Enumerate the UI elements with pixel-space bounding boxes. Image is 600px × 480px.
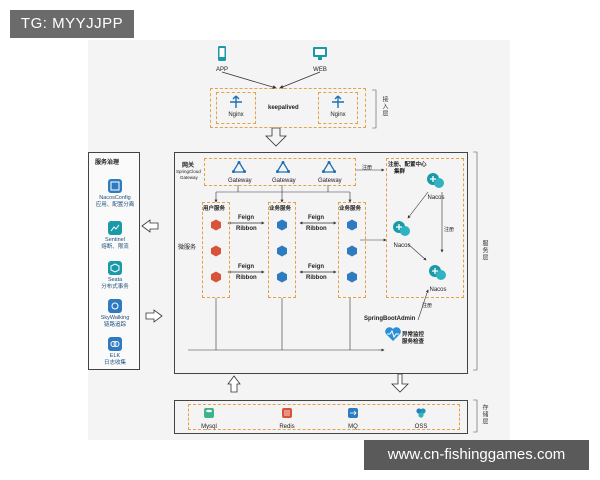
biz-service-instance-icon — [346, 270, 358, 288]
nacos-icon — [393, 221, 410, 236]
nacos-icon — [429, 265, 446, 280]
sba-title: SpringBootAdmin — [364, 316, 416, 322]
monitor-label-1: 异常监控 — [402, 332, 425, 338]
sba-register-label: 注册 — [422, 303, 433, 309]
biz-service-instance-icon — [276, 218, 288, 236]
user-service-instance-icon — [210, 270, 222, 288]
access-layer-box — [210, 88, 366, 128]
biz-service-column-2 — [338, 202, 366, 298]
ribbon-label: Ribbon — [306, 275, 327, 281]
web-label: WEB — [313, 67, 327, 73]
storage-oss: OSS — [406, 406, 436, 430]
registry-title-2: 集群 — [394, 169, 406, 175]
gateway-icon — [275, 160, 291, 173]
app-node: APP — [212, 46, 232, 73]
nginx-left-icon — [228, 95, 244, 114]
ribbon-label: Ribbon — [306, 226, 327, 232]
user-service-column — [202, 202, 230, 298]
monitor-label-2: 服务检查 — [402, 339, 425, 345]
database-icon — [204, 408, 214, 418]
monitor-icon — [313, 47, 327, 60]
gateway-box — [204, 158, 356, 186]
ribbon-label: Ribbon — [236, 226, 257, 232]
gov-item-nacosconfig: NacosConfig 应用、配置分离 — [92, 179, 138, 209]
registry-register-label: 注册 — [444, 227, 455, 233]
app-label: APP — [215, 67, 228, 73]
biz-service-title-2: 业务服务 — [339, 206, 362, 212]
storage-layer-label: 存储层 — [481, 404, 487, 425]
nginx-right-label: Nginx — [330, 112, 346, 118]
biz-service-instance-icon — [276, 244, 288, 262]
watermark-tag: TG: MYYJJPP — [10, 10, 134, 38]
gov-item-seata: Seata 分布式事务 — [92, 261, 138, 291]
ribbon-label: Ribbon — [236, 275, 257, 281]
storage-inner-box — [188, 404, 460, 430]
microservice-label: 微服务 — [178, 245, 197, 251]
gateway-node-1: Gateway — [228, 160, 252, 184]
web-node: WEB — [310, 46, 330, 73]
storage-mysql: Mysql — [194, 406, 224, 430]
access-layer-label: 接入层 — [381, 96, 387, 117]
object-storage-icon — [416, 408, 426, 418]
storage-layer-box — [174, 400, 468, 434]
user-service-instance-icon — [210, 218, 222, 236]
gateway-node-3: Gateway — [318, 160, 342, 184]
registry-cluster-box — [386, 158, 464, 298]
gateway-icon — [321, 160, 337, 173]
nacos-node-3: Nacos — [426, 264, 450, 293]
gateway-register-label: 注册 — [362, 165, 373, 171]
cache-icon — [282, 408, 292, 418]
storage-mq: MQ — [338, 406, 368, 430]
sentinel-icon — [108, 221, 122, 235]
gateway-icon — [231, 160, 247, 173]
heart-monitor-icon — [384, 326, 402, 347]
elk-icon — [108, 337, 122, 351]
gateway-title: 网关 — [182, 163, 195, 169]
gateway-node-2: Gateway — [272, 160, 296, 184]
connectors — [141, 71, 478, 433]
gov-item-elk: ELK 日志收集 — [92, 337, 138, 367]
biz-service-instance-icon — [346, 218, 358, 236]
gov-item-skywalking: SkyWalking 链路追踪 — [92, 299, 138, 329]
feign-label: Feign — [238, 264, 254, 270]
biz-service-title-1: 业务服务 — [269, 206, 292, 212]
nginx-right-box — [318, 92, 358, 124]
service-layer-box — [174, 152, 468, 374]
feign-label: Feign — [238, 215, 254, 221]
nginx-left-label: Nginx — [228, 112, 244, 118]
footer-tag: www.cn-fishinggames.com — [364, 440, 589, 470]
queue-icon — [348, 408, 358, 418]
phone-icon — [218, 46, 226, 61]
skywalking-icon — [108, 299, 122, 313]
nacos-node-2: Nacos — [390, 220, 414, 249]
gateway-sub1: SpringCloud — [176, 169, 201, 174]
user-service-instance-icon — [210, 244, 222, 262]
keepalived-label: keepalived — [268, 105, 299, 111]
nginx-left-box — [216, 92, 256, 124]
service-governance-panel: 服务治理 NacosConfig 应用、配置分离 Sentinel 熔断、限流 … — [88, 152, 140, 370]
nacos-node-1: Nacos — [424, 172, 448, 201]
gov-item-sentinel: Sentinel 熔断、限流 — [92, 221, 138, 251]
biz-service-instance-icon — [276, 270, 288, 288]
storage-redis: Redis — [272, 406, 302, 430]
nginx-right-icon — [330, 95, 346, 114]
service-layer-label: 服务层 — [481, 240, 487, 261]
registry-title-1: 注册、配置中心 — [388, 162, 427, 168]
biz-service-column-1 — [268, 202, 296, 298]
seata-icon — [108, 261, 122, 275]
gateway-sub2: Gateway — [180, 175, 198, 180]
service-governance-title: 服务治理 — [95, 160, 120, 166]
user-service-title: 用户服务 — [203, 206, 226, 212]
feign-label: Feign — [308, 264, 324, 270]
nacos-icon — [427, 173, 444, 188]
architecture-diagram: APP WEB Nginx keepalived Nginx 接入层 服务治理 … — [88, 40, 510, 440]
feign-label: Feign — [308, 215, 324, 221]
config-icon — [108, 179, 122, 193]
biz-service-instance-icon — [346, 244, 358, 262]
